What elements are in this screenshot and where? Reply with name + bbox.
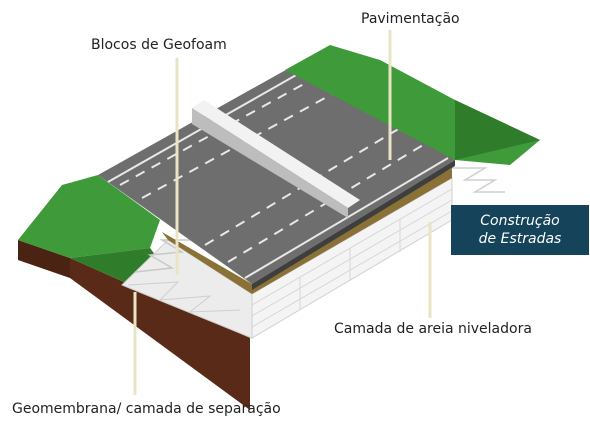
geomembrane-label: Geomembrana/ camada de separação	[12, 401, 281, 417]
right-grass-slope	[455, 100, 540, 160]
badge-line-2: de Estradas	[478, 231, 562, 247]
leader-lines	[133, 30, 432, 395]
geofoam-step-lines-left-2	[127, 281, 241, 313]
pavement-label: Pavimentação	[361, 11, 460, 27]
sand-layer-label: Camada de areia niveladora	[334, 321, 532, 337]
left-embankment-soil-side	[18, 240, 70, 278]
geofoam-blocks-label: Blocos de Geofoam	[91, 37, 227, 53]
median-barrier-side	[192, 108, 348, 218]
left-grass-top	[18, 175, 160, 258]
asphalt-pavement-edge	[252, 160, 455, 290]
geofoam-block-lines	[251, 188, 453, 328]
road-construction-badge: Construção de Estradas	[451, 205, 589, 255]
geofoam-step-lines-right	[452, 167, 505, 193]
badge-line-1: Construção	[480, 213, 560, 229]
left-embankment-soil-front	[70, 258, 250, 410]
median-barrier-top	[192, 100, 360, 208]
geofoam-step-lines-left	[134, 239, 195, 273]
